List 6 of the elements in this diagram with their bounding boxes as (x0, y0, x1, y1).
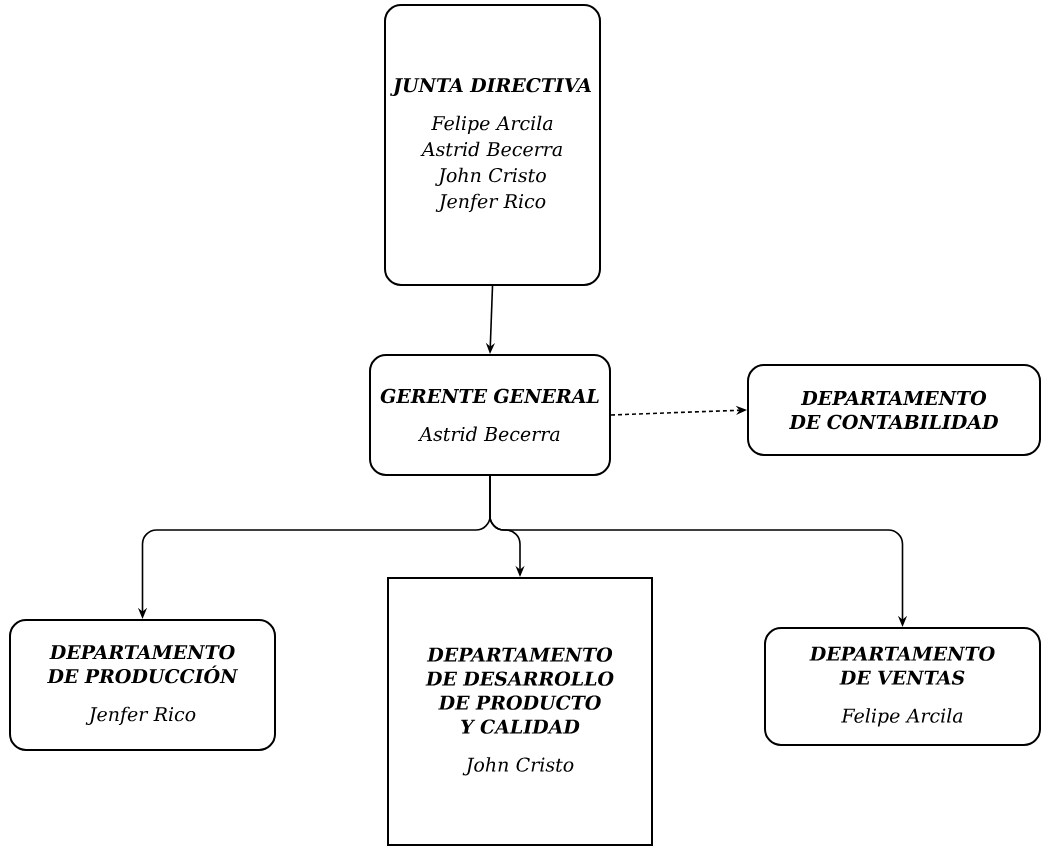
org-box: DEPARTAMENTO DE PRODUCCIÓN Jenfer Rico (9, 619, 276, 751)
org-box: DEPARTAMENTO DE VENTAS Felipe Arcila (764, 627, 1041, 746)
org-box: GERENTE GENERAL Astrid Becerra (369, 354, 611, 476)
org-box: DEPARTAMENTO DE CONTABILIDAD (747, 364, 1041, 456)
org-box: DEPARTAMENTO DE DESARROLLO DE PRODUCTO Y CALIDAD John Cristo (387, 577, 653, 846)
org-box: JUNTA DIRECTIVA Felipe Arcila Astrid Becerra John Cristo Jenfer Rico (384, 4, 601, 286)
